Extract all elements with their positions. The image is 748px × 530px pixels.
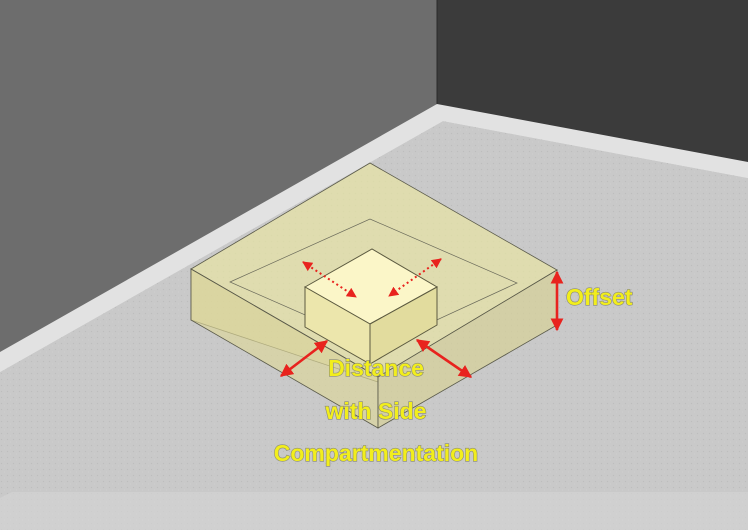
- right-wall: [437, 0, 748, 166]
- distance-arrow-left: [279, 339, 329, 378]
- dotted-arrows: [302, 258, 442, 298]
- dotted-arrow-left: [302, 261, 357, 298]
- distance-label-line3: Compartmentation: [274, 440, 478, 466]
- distance-arrows: [279, 338, 473, 379]
- offset-label: Offset: [566, 284, 633, 310]
- distance-label-line2: with Side: [325, 398, 427, 424]
- box-right-face: [369, 286, 438, 365]
- distance-label-line1: Distance: [328, 355, 424, 381]
- left-wall: [0, 0, 437, 360]
- distance-arrow-right: [415, 338, 473, 379]
- dotted-arrow-right: [388, 258, 442, 297]
- floor-ledge: [0, 104, 748, 372]
- floor-front-edge: [0, 492, 748, 530]
